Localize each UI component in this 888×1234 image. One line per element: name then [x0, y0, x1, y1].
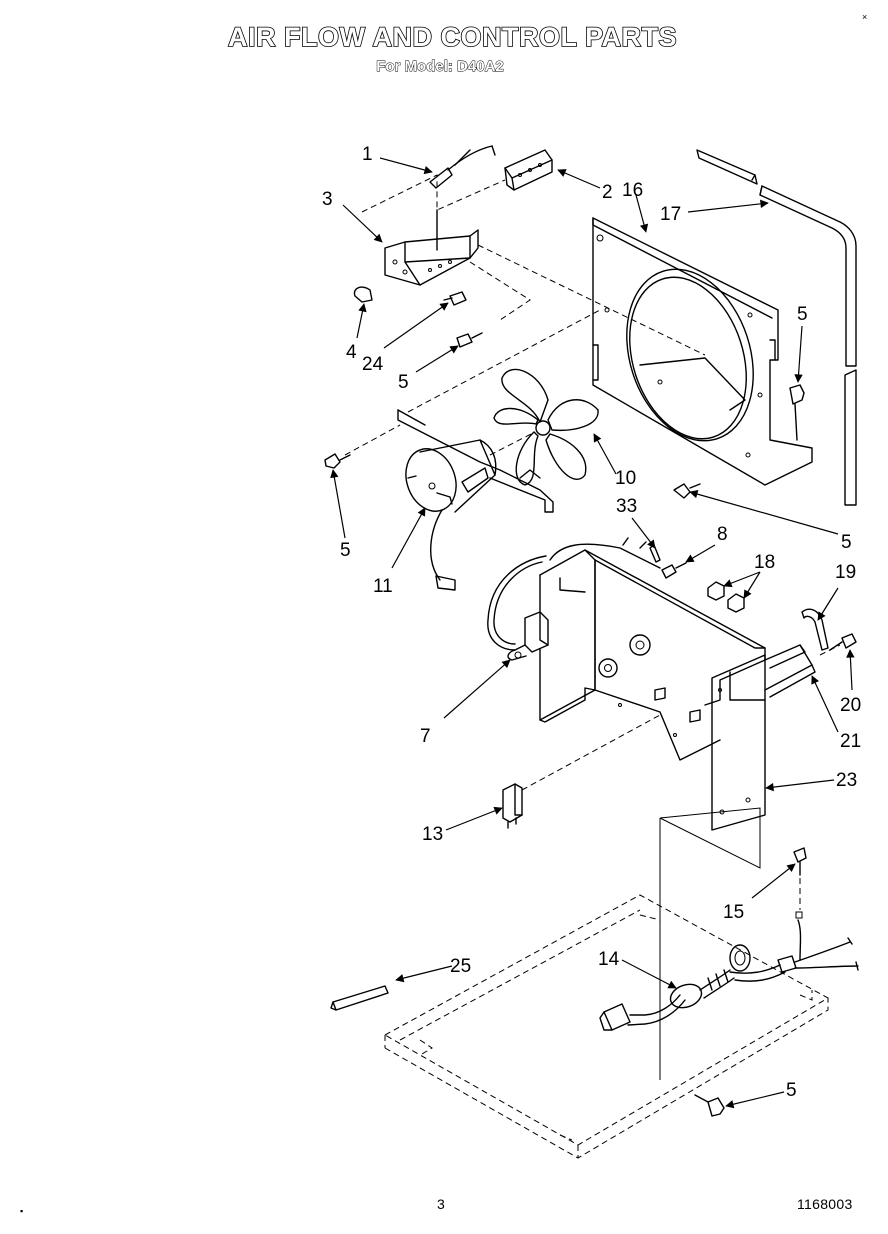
callout-33: 33	[616, 496, 637, 517]
callout-23: 23	[836, 770, 857, 791]
part-16-fan-shroud	[592, 217, 813, 486]
callout-24: 24	[362, 354, 384, 375]
part-17-seals	[696, 149, 857, 506]
callout-4: 4	[346, 342, 357, 363]
part-14-power-cord	[599, 919, 859, 1031]
part-10-fan-blade	[489, 368, 599, 486]
model-subtitle: For Model: D40A2	[376, 58, 504, 76]
callout-21: 21	[840, 731, 861, 752]
part-25-tube	[330, 985, 389, 1011]
leader-lines	[330, 157, 855, 1109]
callout-25: 25	[450, 956, 471, 977]
callout-2: 2	[602, 182, 613, 203]
part-13-relay	[502, 783, 523, 829]
callout-17: 17	[660, 204, 681, 225]
callout-5-b: 5	[797, 304, 808, 325]
callout-5-d: 5	[841, 532, 852, 553]
callout-18: 18	[754, 552, 775, 573]
part-5-screw-upper	[456, 332, 483, 348]
callout-15: 15	[723, 902, 744, 923]
part-7-switch	[507, 611, 549, 661]
callout-3: 3	[322, 189, 333, 210]
callout-20: 20	[840, 695, 861, 716]
page-title: AIR FLOW AND CONTROL PARTS	[227, 21, 677, 53]
corner-mark-top-right: ×	[862, 12, 868, 22]
callout-1: 1	[362, 144, 373, 165]
part-8-screw	[661, 562, 687, 579]
part-1-sensor	[429, 145, 496, 189]
part-5-screw-shroud	[673, 483, 701, 499]
part-11-fan-motor	[405, 439, 497, 591]
page-number: 3	[437, 1196, 445, 1212]
part-18-nuts	[707, 581, 745, 613]
part-4-clip	[353, 286, 373, 303]
part-3-control-bracket	[361, 174, 506, 286]
callout-8: 8	[717, 524, 728, 545]
part-15-screw	[793, 847, 807, 919]
part-19-clip	[801, 608, 829, 651]
document-number: 1168003	[797, 1196, 853, 1212]
part-24-screw	[443, 291, 467, 306]
callout-10: 10	[615, 468, 636, 489]
callout-11: 11	[373, 576, 393, 597]
callout-5-e: 5	[786, 1080, 797, 1101]
corner-mark-bottom-left: ▪	[20, 1206, 24, 1216]
part-2-terminal-block	[504, 149, 553, 191]
callout-5-c: 5	[340, 540, 351, 561]
callout-19: 19	[835, 562, 856, 583]
callout-7: 7	[420, 726, 431, 747]
part-base-pan	[383, 807, 830, 1159]
part-5-screw-left	[324, 453, 351, 469]
callout-labels: 1 2 16 3 17 4 24 5 5 5 5 10 5 11 33 8 18…	[322, 144, 861, 1101]
callout-14: 14	[598, 949, 620, 970]
part-21-bracket	[764, 644, 816, 698]
callout-16: 16	[622, 180, 643, 201]
callout-13: 13	[422, 824, 443, 845]
callout-5-a: 5	[398, 372, 409, 393]
part-5-screw-right	[789, 384, 805, 441]
part-5-screw-bottom	[694, 1094, 725, 1117]
part-motor-bracket	[397, 409, 554, 513]
